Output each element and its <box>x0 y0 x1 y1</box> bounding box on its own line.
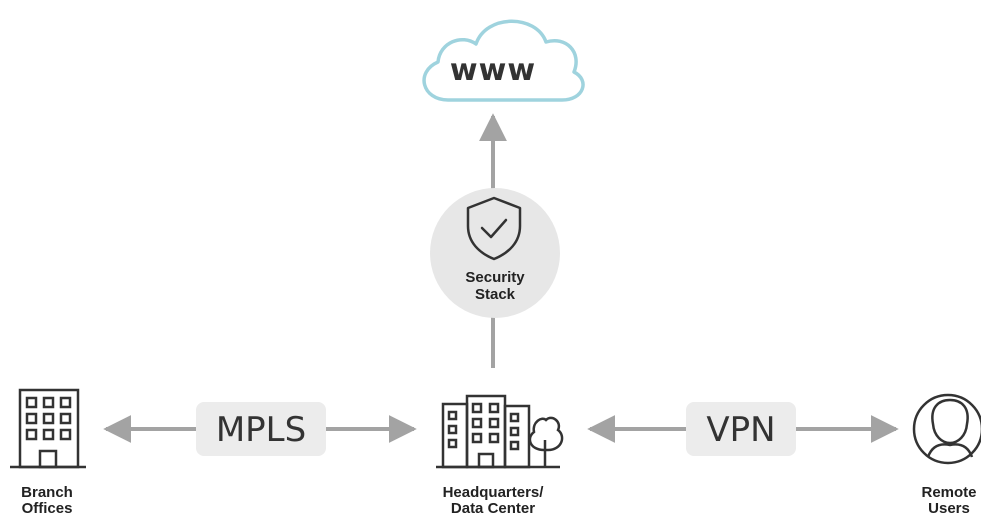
tree-icon <box>528 416 564 467</box>
remote-user-icon <box>912 393 981 465</box>
vpn-label: VPN <box>706 410 775 450</box>
vpn-pill <box>686 402 796 456</box>
cloud-icon <box>422 19 585 102</box>
shield-check-icon <box>466 196 522 261</box>
headquarters-label-line1: Headquarters/ <box>443 484 545 501</box>
security-stack: Security Stack <box>430 188 560 318</box>
branch-label-line1: Branch <box>21 484 73 501</box>
remote-label-line2: Users <box>928 500 970 517</box>
headquarters-building-icon <box>436 394 560 469</box>
remote-label-line1: Remote <box>921 484 976 501</box>
headquarters-label-line2: Data Center <box>451 500 535 517</box>
security-stack-label-line1: Security <box>465 269 525 286</box>
security-stack-circle <box>430 188 560 318</box>
cloud-label: www <box>450 53 536 88</box>
mpls-label: MPLS <box>216 410 306 450</box>
mpls-pill <box>196 402 326 456</box>
branch-label-line2: Offices <box>22 500 73 517</box>
branch-building-icon <box>10 388 86 469</box>
security-stack-label-line2: Stack <box>475 286 516 303</box>
